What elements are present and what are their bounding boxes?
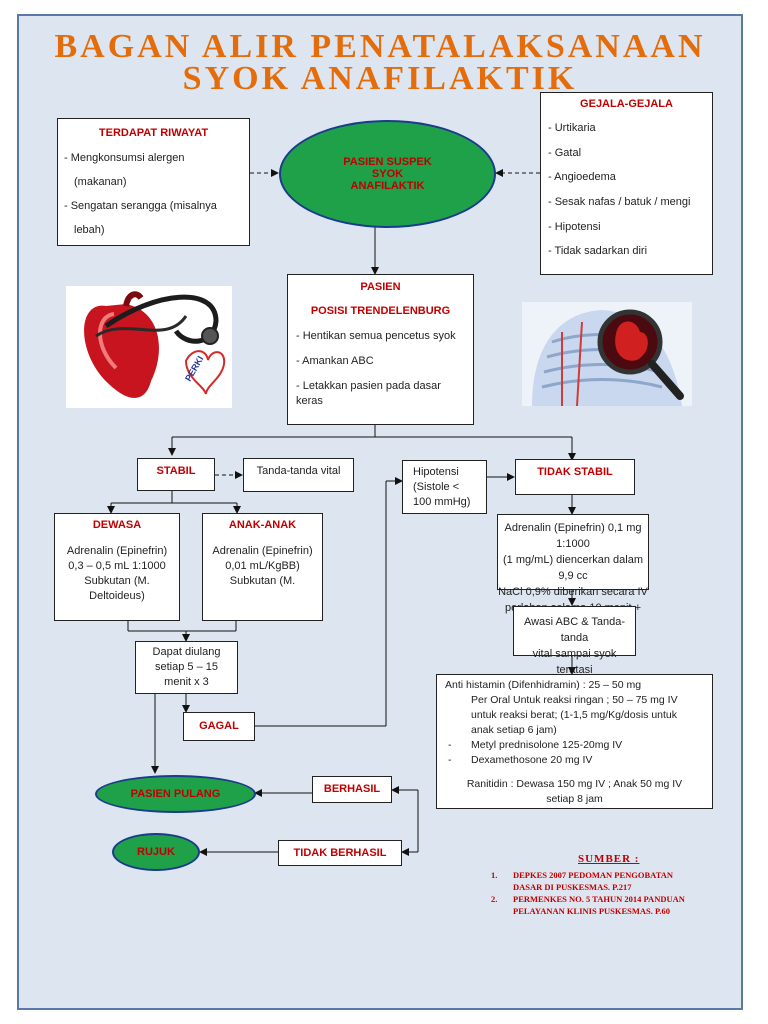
stabil-label: STABIL bbox=[156, 465, 196, 477]
dewasa-line-2: 0,3 – 0,5 mL 1:1000 bbox=[68, 560, 166, 572]
tanda-vital-label: Tanda-tanda vital bbox=[256, 465, 341, 477]
obat-item-1b: Per Oral Untuk reaksi ringan ; 50 – 75 m… bbox=[471, 694, 678, 706]
obat-item-1a: Anti histamin (Difenhidramin) : 25 – 50 … bbox=[445, 679, 642, 691]
adrenalin-iv-line-2: (1 mg/mL) diencerkan dalam 9,9 cc bbox=[502, 554, 643, 582]
pasien-heading-2: POSISI TRENDELENBURG bbox=[310, 305, 451, 317]
obat-box: Anti histamin (Difenhidramin) : 25 – 50 … bbox=[436, 674, 713, 809]
dewasa-box: DEWASA Adrenalin (Epinefrin) 0,3 – 0,5 m… bbox=[54, 513, 180, 621]
anak-line-2: 0,01 mL/KgBB) bbox=[225, 560, 300, 572]
gejala-heading: GEJALA-GEJALA bbox=[580, 98, 673, 110]
tidak-stabil-label: TIDAK STABIL bbox=[537, 466, 613, 478]
diulang-line-2: setiap 5 – 15 bbox=[155, 661, 218, 673]
pasien-pulang-label: PASIEN PULANG bbox=[130, 788, 221, 800]
pasien-item-3: - Letakkan pasien pada dasar keras bbox=[296, 380, 441, 407]
suspek-line-2: SYOK bbox=[371, 168, 404, 180]
obat-item-2-text: Metyl prednisolone 125-20mg IV bbox=[471, 739, 623, 751]
gejala-item: - Hipotensi bbox=[548, 221, 601, 233]
riwayat-heading: TERDAPAT RIWAYAT bbox=[98, 127, 209, 139]
rujuk-ellipse: RUJUK bbox=[112, 833, 200, 871]
suspek-line-1: PASIEN SUSPEK bbox=[343, 156, 432, 168]
gejala-item: - Tidak sadarkan diri bbox=[548, 245, 648, 257]
obat-ranitidin-2: setiap 8 jam bbox=[546, 793, 603, 805]
heart-stethoscope-image: PERKI bbox=[66, 286, 232, 408]
gejala-item: - Sesak nafas / batuk / mengi bbox=[548, 196, 691, 208]
obat-item-3-text: Dexamethosone 20 mg IV bbox=[471, 754, 593, 766]
rujuk-label: RUJUK bbox=[137, 846, 175, 858]
gagal-label: GAGAL bbox=[199, 720, 239, 732]
riwayat-item-2b: lebah) bbox=[74, 224, 105, 236]
anak-box: ANAK-ANAK Adrenalin (Epinefrin) 0,01 mL/… bbox=[202, 513, 323, 621]
sumber-2b: PELAYANAN KLINIS PUSKESMAS. P.60 bbox=[513, 906, 671, 916]
tidak-berhasil-label: TIDAK BERHASIL bbox=[293, 847, 387, 859]
tidak-stabil-box: TIDAK STABIL bbox=[515, 459, 635, 495]
adrenalin-iv-box: Adrenalin (Epinefrin) 0,1 mg 1:1000 (1 m… bbox=[497, 514, 649, 614]
berhasil-label: BERHASIL bbox=[323, 783, 381, 795]
riwayat-item-1b: (makanan) bbox=[74, 176, 127, 188]
adrenalin-iv-line-1: Adrenalin (Epinefrin) 0,1 mg 1:1000 bbox=[504, 522, 642, 550]
hipotensi-line-1: Hipotensi bbox=[413, 466, 459, 478]
suspek-ellipse: PASIEN SUSPEK SYOK ANAFILAKTIK bbox=[279, 120, 496, 228]
awasi-box: Awasi ABC & Tanda-tanda vital sampai syo… bbox=[513, 606, 636, 676]
berhasil-box: BERHASIL bbox=[312, 776, 392, 803]
anak-heading: ANAK-ANAK bbox=[228, 519, 297, 531]
pasien-box: PASIEN POSISI TRENDELENBURG - Hentikan s… bbox=[287, 274, 474, 425]
hipotensi-box: Hipotensi (Sistole < 100 mmHg) bbox=[402, 460, 487, 514]
gejala-item: - Angioedema bbox=[548, 171, 616, 183]
gejala-item: - Urtikaria bbox=[548, 122, 596, 134]
dewasa-line-3: Subkutan (M. bbox=[84, 575, 150, 587]
anak-line-3: Subkutan (M. bbox=[229, 575, 296, 587]
riwayat-item-1: - Mengkonsumsi alergen bbox=[64, 152, 185, 164]
pasien-heading-1: PASIEN bbox=[360, 281, 401, 293]
sumber-heading: SUMBER : bbox=[578, 853, 640, 865]
awasi-line-1: Awasi ABC & Tanda-tanda bbox=[523, 616, 626, 644]
sumber-number-2: 2. bbox=[491, 894, 498, 904]
dewasa-heading: DEWASA bbox=[92, 519, 142, 531]
diulang-box: Dapat diulang setiap 5 – 15 menit x 3 bbox=[135, 641, 238, 694]
adrenalin-iv-line-3: NaCl 0,9% diberikan secara IV bbox=[498, 586, 648, 598]
hipotensi-line-3: 100 mmHg) bbox=[413, 496, 471, 508]
pasien-item-1: - Hentikan semua pencetus syok bbox=[296, 330, 456, 342]
gejala-item: - Gatal bbox=[548, 147, 582, 159]
title-line-2: SYOK ANAFILAKTIK bbox=[182, 60, 578, 97]
sumber-2a: PERMENKES NO. 5 TAHUN 2014 PANDUAN bbox=[513, 894, 685, 904]
stabil-box: STABIL bbox=[137, 458, 215, 491]
gejala-box: GEJALA-GEJALA - Urtikaria - Gatal - Angi… bbox=[540, 92, 713, 275]
sumber-number-1: 1. bbox=[491, 870, 498, 880]
suspek-line-3: ANAFILAKTIK bbox=[350, 180, 425, 192]
dewasa-line-1: Adrenalin (Epinefrin) bbox=[66, 545, 168, 557]
title-line-1: BAGAN ALIR PENATALAKSANAAN bbox=[54, 28, 706, 65]
obat-ranitidin-1: Ranitidin : Dewasa 150 mg IV ; Anak 50 m… bbox=[466, 778, 683, 790]
awasi-line-2: vital sampai syok teratasi bbox=[532, 648, 617, 676]
dewasa-line-4: Deltoideus) bbox=[89, 590, 145, 602]
gagal-box: GAGAL bbox=[183, 712, 255, 741]
obat-item-3: -Dexamethosone 20 mg IV bbox=[448, 754, 593, 766]
tidak-berhasil-box: TIDAK BERHASIL bbox=[278, 840, 402, 866]
sumber-1b: DASAR DI PUSKESMAS. P.217 bbox=[513, 882, 632, 892]
diulang-line-1: Dapat diulang bbox=[152, 646, 221, 658]
riwayat-item-2: - Sengatan serangga (misalnya bbox=[64, 200, 217, 212]
hipotensi-line-2: (Sistole < bbox=[413, 481, 460, 493]
obat-item-1c: untuk reaksi berat; (1-1,5 mg/Kg/dosis u… bbox=[471, 709, 678, 721]
pasien-pulang-ellipse: PASIEN PULANG bbox=[95, 775, 256, 813]
sumber-1a: DEPKES 2007 PEDOMAN PENGOBATAN bbox=[513, 870, 674, 880]
anatomy-magnifier-image bbox=[522, 302, 692, 406]
diulang-line-3: menit x 3 bbox=[164, 676, 209, 688]
riwayat-box: TERDAPAT RIWAYAT - Mengkonsumsi alergen … bbox=[57, 118, 250, 246]
tanda-vital-box: Tanda-tanda vital bbox=[243, 458, 354, 492]
obat-item-2: -Metyl prednisolone 125-20mg IV bbox=[448, 739, 623, 751]
obat-item-1d: anak setiap 6 jam) bbox=[471, 724, 557, 736]
pasien-item-2: - Amankan ABC bbox=[296, 355, 374, 367]
anak-line-1: Adrenalin (Epinefrin) bbox=[212, 545, 313, 557]
